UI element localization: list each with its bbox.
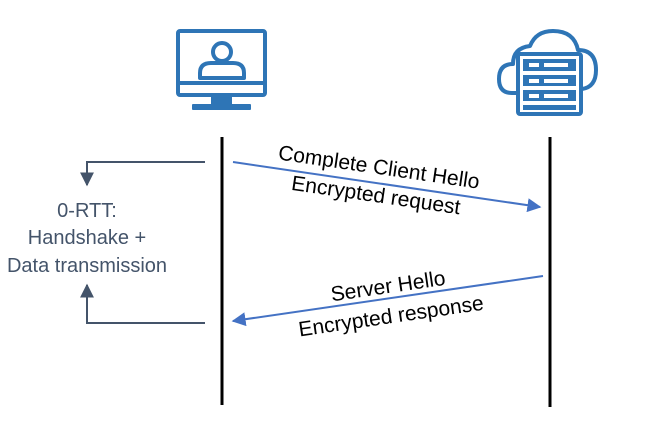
response-label-line2: Encrypted response — [297, 292, 485, 342]
request-arrow — [232, 161, 542, 213]
side-label-line1: 0-RTT: — [57, 200, 117, 222]
side-label-line3: Data transmission — [7, 255, 167, 277]
computer-user-icon — [176, 29, 267, 110]
side-label-line2: Handshake + — [28, 227, 146, 249]
bracket-bottom-arrow — [80, 283, 205, 324]
response-arrow — [231, 275, 544, 327]
cloud-server-icon — [497, 29, 598, 116]
bracket-top-arrow — [80, 161, 205, 187]
